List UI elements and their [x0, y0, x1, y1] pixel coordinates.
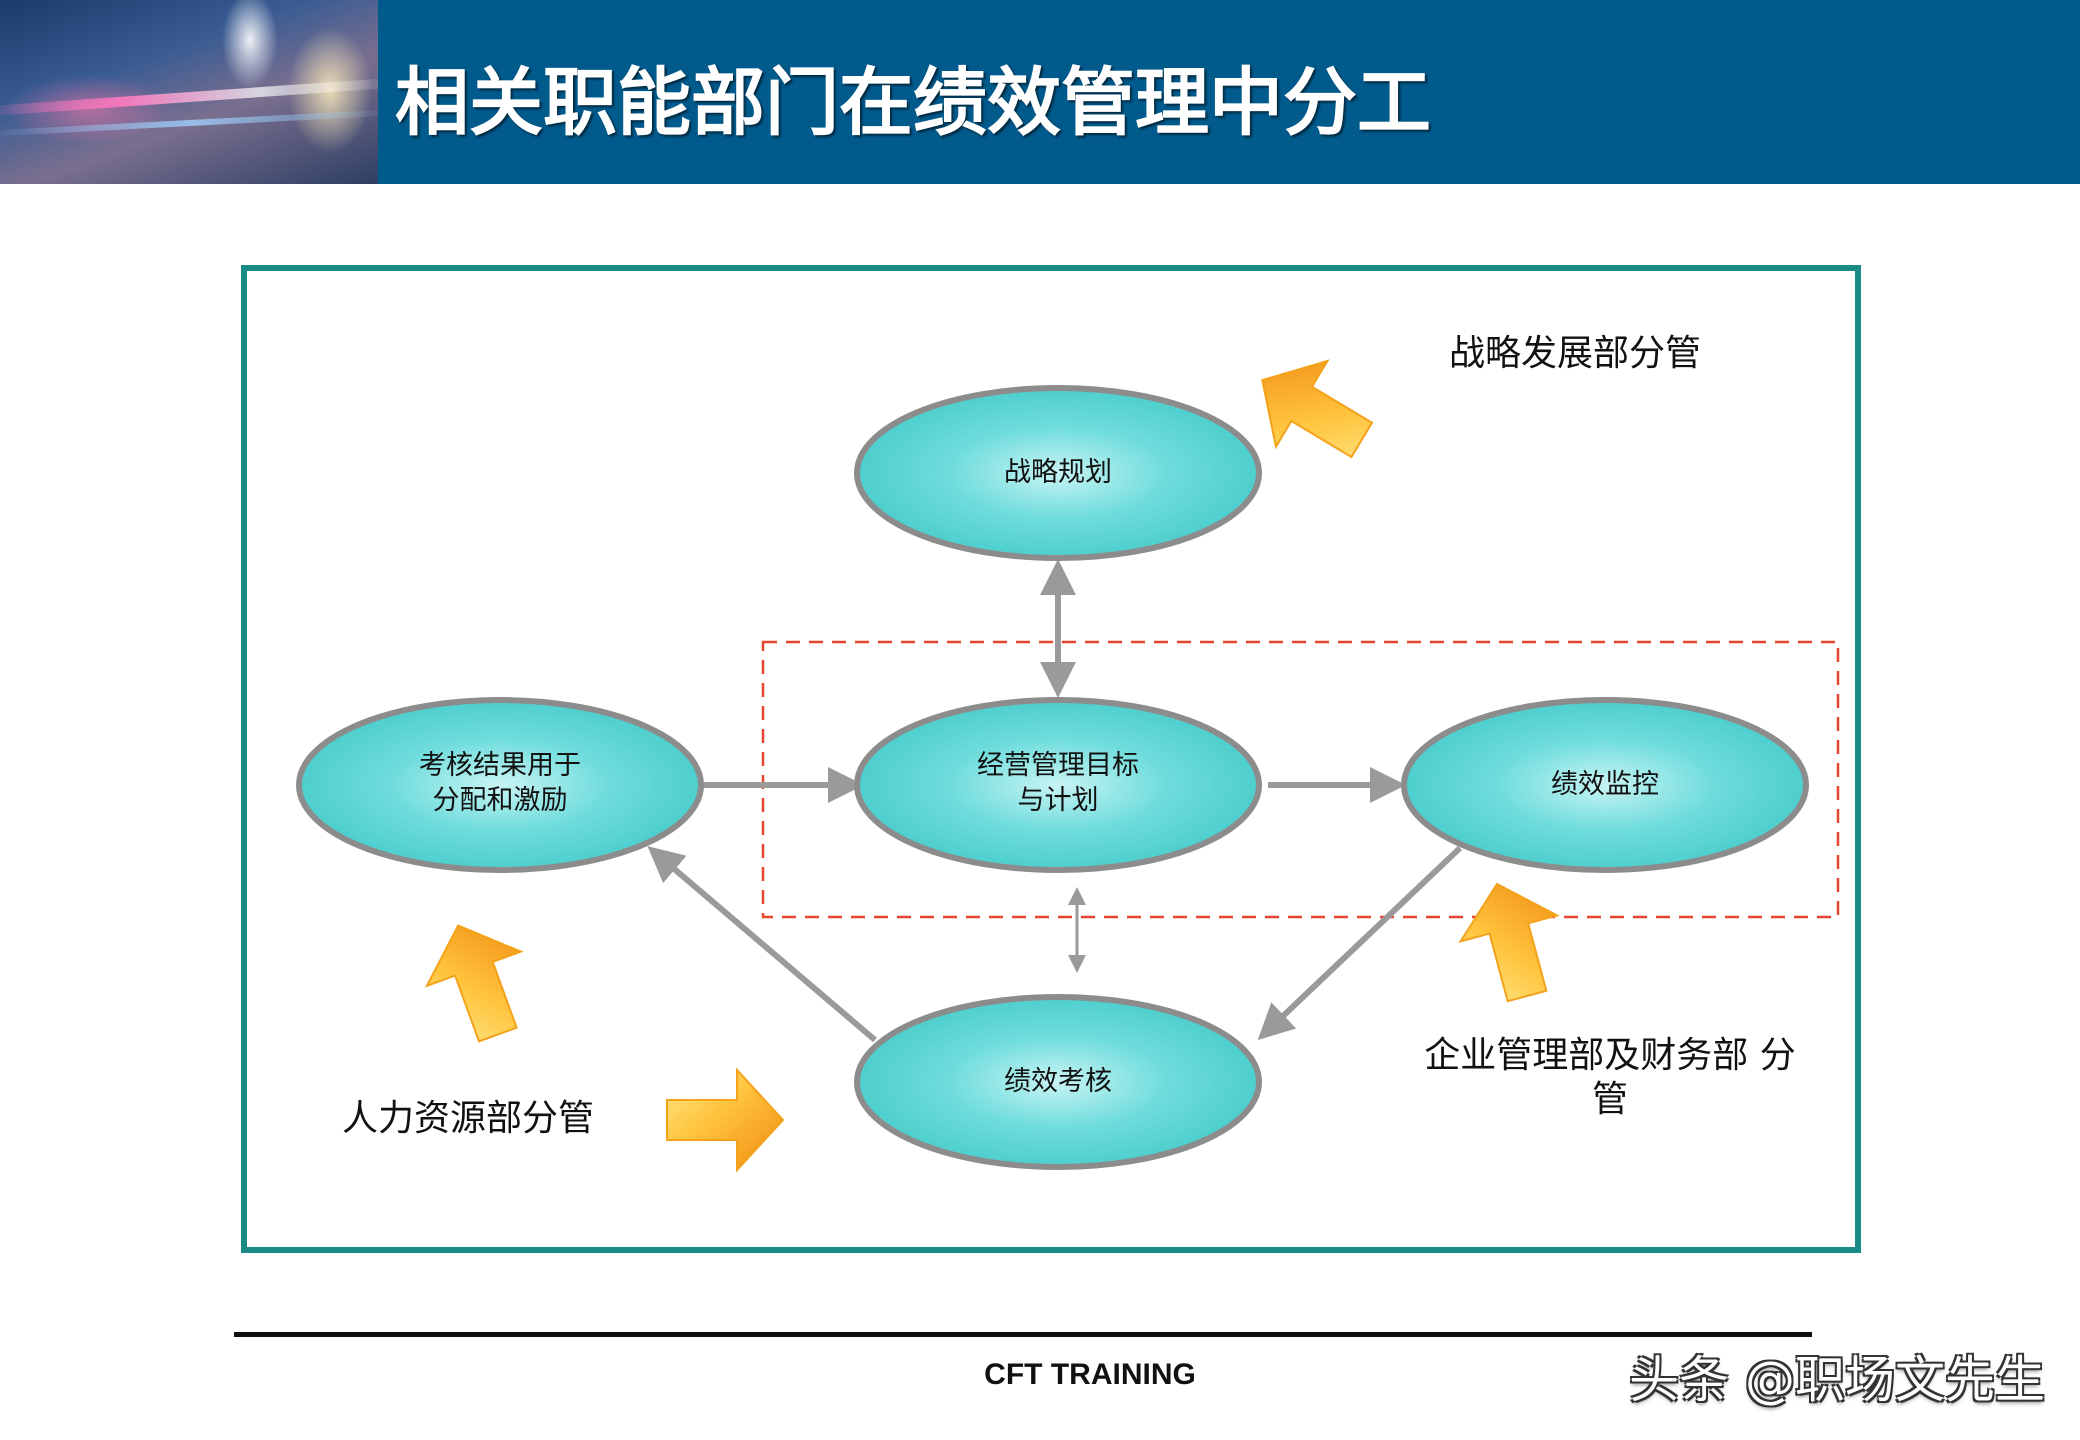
node-strategy-planning	[854, 385, 1262, 561]
node-label-perf-monitoring: 绩效监控	[1551, 769, 1659, 800]
pointer-arrow-strategy	[1261, 359, 1374, 459]
dashed-highlight-box	[761, 640, 1840, 919]
note-hr-dept: 人力资源部分管	[341, 1098, 594, 1139]
pointer-arrow-mgmt-finance	[1458, 882, 1560, 1003]
note-strategy-dept: 战略发展部分管	[1448, 333, 1701, 374]
node-perf-monitoring	[1401, 697, 1809, 873]
node-business-goals	[854, 697, 1262, 873]
footer-label: CFT TRAINING	[984, 1358, 1196, 1391]
pointer-arrow-hr-up	[424, 924, 524, 1043]
connector-appraisal-results	[647, 846, 877, 1043]
note-mgmt-finance-dept: 企业管理部及财务部 分 管	[1424, 1035, 1796, 1120]
diagram-frame	[241, 265, 1861, 1253]
node-label-strategy-planning: 战略规划	[1004, 457, 1112, 488]
footer-rule	[234, 1332, 1812, 1337]
node-perf-appraisal	[854, 994, 1262, 1170]
header-photo	[0, 0, 378, 184]
node-label-results-usage: 考核结果用于 分配和激励	[419, 750, 581, 816]
pointer-arrow-hr-right	[666, 1067, 785, 1173]
node-results-usage	[296, 697, 704, 873]
page-title: 相关职能部门在绩效管理中分工	[395, 60, 1431, 146]
node-label-business-goals: 经营管理目标 与计划	[977, 750, 1139, 816]
watermark: 头条 @职场文先生	[1629, 1351, 2045, 1409]
node-label-perf-appraisal: 绩效考核	[1004, 1066, 1112, 1097]
connector-monitoring-appraisal	[1257, 845, 1463, 1041]
